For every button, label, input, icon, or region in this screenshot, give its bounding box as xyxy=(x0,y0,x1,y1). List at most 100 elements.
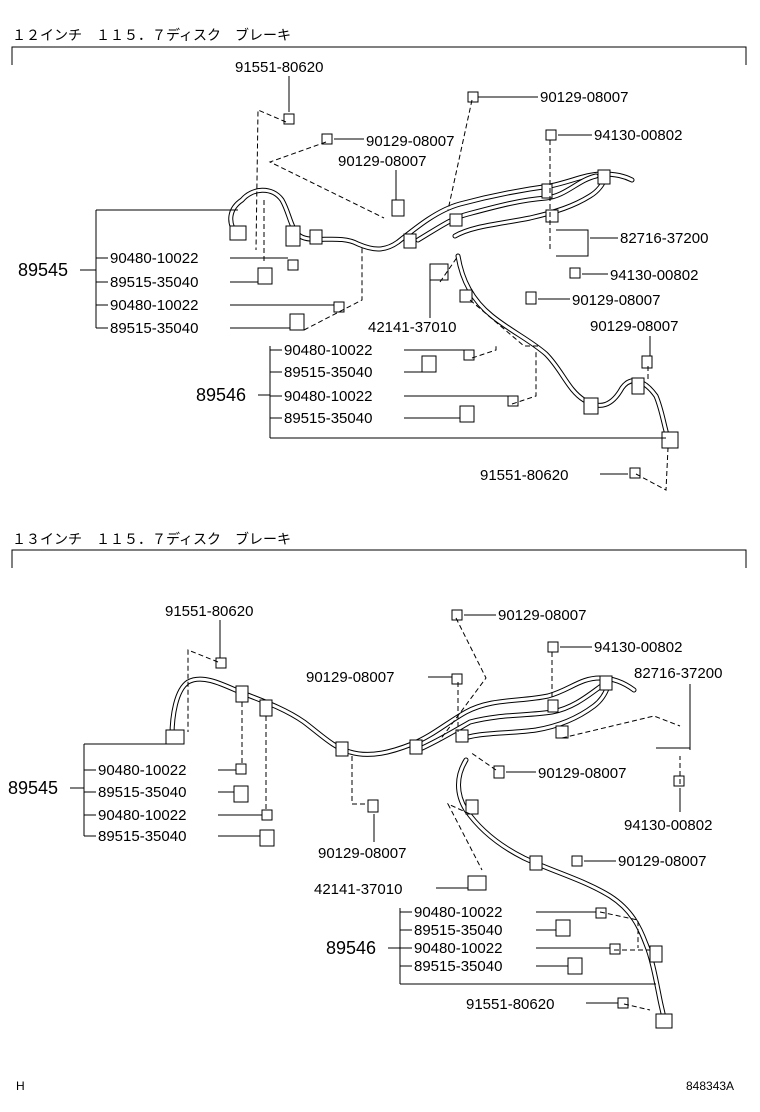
label2-42141-37010: 42141-37010 xyxy=(314,881,402,898)
label2-82716-37200: 82716-37200 xyxy=(634,665,722,682)
bracket-center-2 xyxy=(335,741,349,757)
right-list-1: 90480-10022 xyxy=(284,342,372,359)
bolt-center xyxy=(391,199,405,217)
left-list-1: 90480-10022 xyxy=(110,250,198,267)
nut-90480-l1-2 xyxy=(235,763,247,775)
nut-90480-l2-2 xyxy=(261,809,273,821)
bracket-82716 xyxy=(556,229,589,257)
bracket-82716-2 xyxy=(656,730,691,750)
left2-list-1: 90480-10022 xyxy=(98,762,186,779)
nut-90480-l2 xyxy=(333,301,345,313)
clip-center-2 xyxy=(449,213,463,227)
label2-90129-08007-d: 90129-08007 xyxy=(318,845,406,862)
right2-list-1: 90480-10022 xyxy=(414,904,502,921)
clip-89515-l1 xyxy=(257,267,273,285)
nut-94130-top-2 xyxy=(547,641,559,653)
bolt-90129-d xyxy=(641,355,653,369)
bolt-90129-d-2 xyxy=(367,799,379,813)
label-90129-08007-d: 90129-08007 xyxy=(572,292,660,309)
clip-left xyxy=(309,229,323,245)
left-list-2: 89515-35040 xyxy=(110,274,198,291)
clip-right-mid xyxy=(545,209,559,223)
bracket-42141-2 xyxy=(467,875,487,891)
group2-89546: 89546 xyxy=(326,938,376,958)
section-2-labels: 91551-80620 90129-08007 90129-08007 9413… xyxy=(165,603,722,1013)
clip-center-2 xyxy=(409,739,423,755)
label-90129-08007-a: 90129-08007 xyxy=(540,89,628,106)
clip-right-top-2 xyxy=(547,699,559,713)
label2-91551-80620-bottom: 91551-80620 xyxy=(466,996,554,1013)
section-12-inch: １２インチ １１５．７ディスク ブレーキ xyxy=(11,27,747,491)
nut-90480-r1-2 xyxy=(595,907,607,919)
clip-center xyxy=(403,233,417,249)
clip-right-mid-2 xyxy=(555,725,569,739)
section-1-header: １２インチ １１５．７ディスク ブレーキ xyxy=(12,27,291,43)
section-13-inch: １３インチ １１５．７ディスク ブレーキ xyxy=(8,531,747,1029)
bracket-42141 xyxy=(429,263,449,281)
right2-list-2: 89515-35040 xyxy=(414,922,502,939)
label2-91551-80620-top: 91551-80620 xyxy=(165,603,253,620)
clip-89515-l2-2 xyxy=(259,829,275,847)
bracket-rear-2 xyxy=(649,945,663,963)
label-90129-08007-b: 90129-08007 xyxy=(366,133,454,150)
section-1-group-89545: 89545 90480-10022 89515-35040 90480-1002… xyxy=(18,209,334,337)
nut-94130-bottom xyxy=(569,267,581,279)
section-2-dashes xyxy=(187,617,681,1011)
bolt-90129-b-2 xyxy=(451,673,463,685)
label2-90129-08007-c: 90129-08007 xyxy=(538,765,626,782)
label-42141-37010: 42141-37010 xyxy=(368,319,456,336)
label-82716-37200: 82716-37200 xyxy=(620,230,708,247)
label2-94130-00802-bottom: 94130-00802 xyxy=(624,817,712,834)
left-list-3: 90480-10022 xyxy=(110,297,198,314)
clip-89515-r2 xyxy=(459,405,475,423)
clip-center-2b xyxy=(455,729,469,743)
clip-rear-right xyxy=(583,397,599,415)
bolt-91551-top xyxy=(283,113,295,125)
left2-list-4: 89515-35040 xyxy=(98,828,186,845)
bracket-rear-right xyxy=(631,377,645,395)
bolt-91551-bottom xyxy=(629,467,641,479)
right2-list-3: 90480-10022 xyxy=(414,940,502,957)
label-94130-00802-top: 94130-00802 xyxy=(594,127,682,144)
sensor-rear-right xyxy=(661,431,679,449)
clip-89515-r1-2 xyxy=(555,919,571,937)
clip-right-top xyxy=(541,183,553,199)
clip-rear-2 xyxy=(529,855,543,871)
sensor-connector-left-2 xyxy=(165,729,185,745)
label2-90129-08007-a: 90129-08007 xyxy=(498,607,586,624)
group-89546: 89546 xyxy=(196,385,246,405)
right-list-2: 89515-35040 xyxy=(284,364,372,381)
label-90129-08007-c: 90129-08007 xyxy=(338,153,426,170)
clip-hose-right xyxy=(459,289,473,303)
clip-hose-right-2 xyxy=(465,799,479,815)
bolt-90129-a xyxy=(321,133,333,145)
nut-94130-top xyxy=(545,129,557,141)
left2-list-3: 90480-10022 xyxy=(98,807,186,824)
clip-89515-l2 xyxy=(289,313,305,331)
sensor-connector-right-2 xyxy=(599,675,613,691)
section-2-group-89545: 89545 90480-10022 89515-35040 90480-1002… xyxy=(8,743,262,845)
label2-94130-00802-top: 94130-00802 xyxy=(594,639,682,656)
group2-89545: 89545 xyxy=(8,778,58,798)
footer-left-code: H xyxy=(16,1079,25,1093)
section-1-labels: 91551-80620 90129-08007 90129-08007 9012… xyxy=(235,59,708,484)
bolt-91551-top-2 xyxy=(215,657,227,669)
section-2-header: １３インチ １１５．７ディスク ブレーキ xyxy=(12,531,291,547)
left2-list-2: 89515-35040 xyxy=(98,784,186,801)
section-1-group-89546: 89546 90480-10022 89515-35040 90480-1002… xyxy=(196,342,666,439)
sensor-connector-left xyxy=(229,225,247,241)
label-94130-00802-bottom: 94130-00802 xyxy=(610,267,698,284)
clip-left-2a xyxy=(235,685,249,703)
section-2-group-89546: 89546 90480-10022 89515-35040 90480-1002… xyxy=(326,904,656,985)
clip-89515-r1 xyxy=(421,355,437,373)
nut-94130-bottom-2 xyxy=(673,775,685,787)
bolt-91551-bottom-2 xyxy=(617,997,629,1009)
bolt-90129-e-2 xyxy=(571,855,583,867)
nut-90480-r2-2 xyxy=(609,943,621,955)
clip-89515-r2-2 xyxy=(567,957,583,975)
section-1-components xyxy=(229,91,679,479)
right-list-3: 90480-10022 xyxy=(284,388,372,405)
right-list-4: 89515-35040 xyxy=(284,410,372,427)
section-2-frame xyxy=(11,549,747,568)
